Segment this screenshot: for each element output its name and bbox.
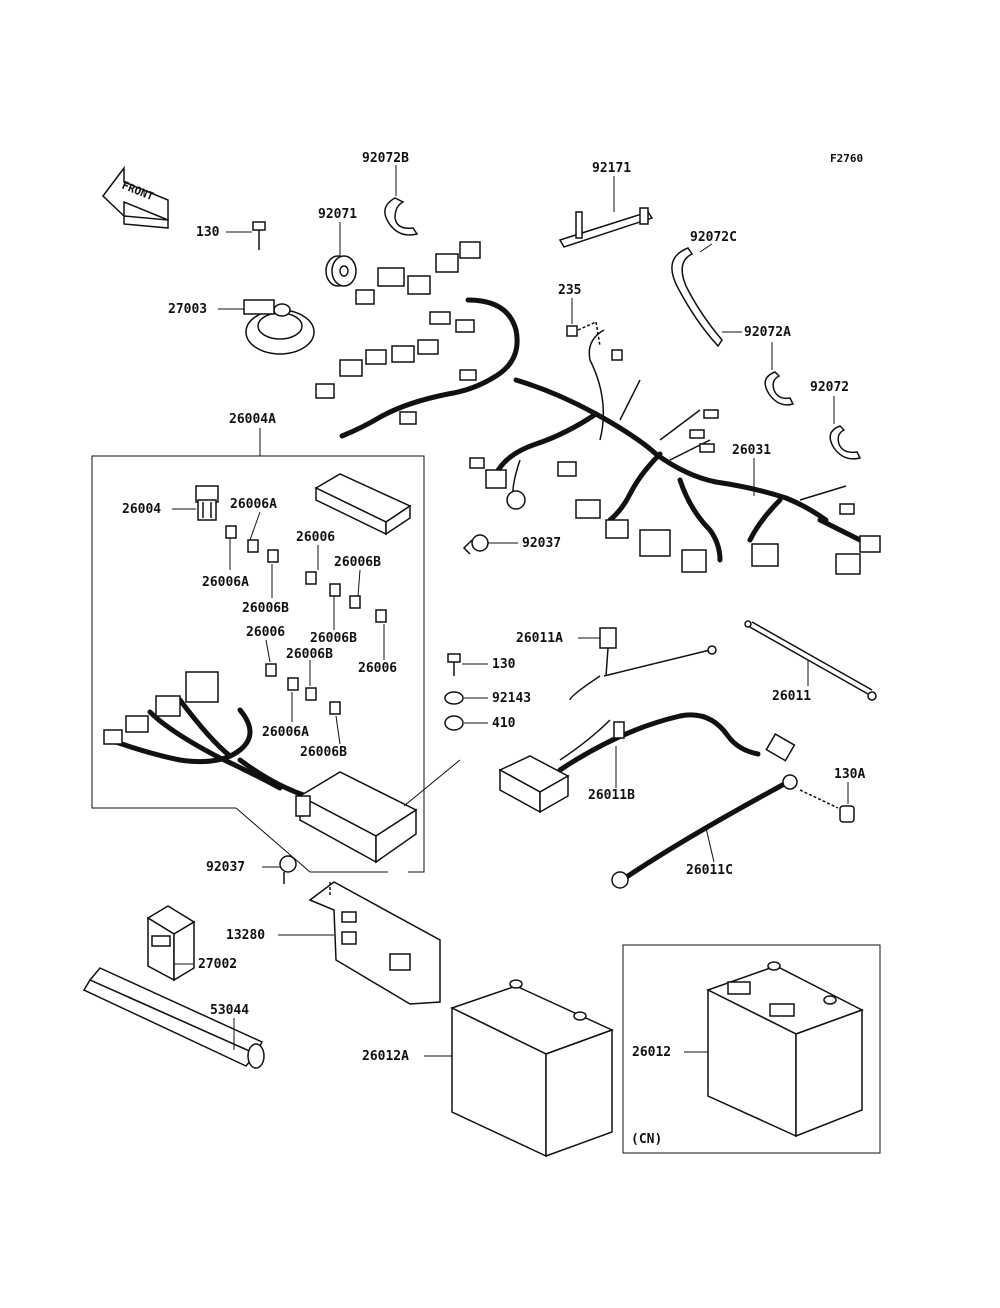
fuse-box-lid — [314, 473, 412, 536]
part-label: 26006 — [358, 661, 397, 676]
part-label: 26006A — [262, 725, 309, 740]
leader-lines — [172, 165, 849, 1057]
part-labels: 92072B 92171 92071 130 27003 92072C 235 … — [122, 151, 865, 1064]
cable-part — [569, 627, 717, 701]
part-label: 92072C — [690, 230, 737, 245]
bolt-part — [799, 789, 855, 823]
part-label: 26012 — [632, 1045, 671, 1060]
part-label: 26006 — [296, 530, 335, 545]
part-label: 235 — [558, 283, 581, 298]
region-frame — [622, 944, 881, 1154]
front-arrow-icon: FRONT — [102, 165, 169, 229]
part-label: 27002 — [198, 957, 237, 972]
part-label: 92072B — [362, 151, 409, 166]
part-label: 26011B — [588, 788, 635, 803]
part-label: 92071 — [318, 207, 357, 222]
part-label: 92037 — [206, 860, 245, 875]
clamp-part — [829, 425, 862, 460]
part-label: 92171 — [592, 161, 631, 176]
sub-harness — [103, 671, 418, 864]
nut-part — [444, 715, 464, 731]
part-label: 130 — [196, 225, 220, 240]
clip-part — [279, 855, 297, 884]
clip-part — [462, 534, 489, 555]
starter-relay-part — [498, 712, 796, 814]
part-label: 26004 — [122, 502, 161, 517]
part-label: 26006B — [310, 631, 357, 646]
region-label: (CN) — [631, 1132, 662, 1147]
part-label: 26006A — [202, 575, 249, 590]
screw-part — [566, 321, 601, 347]
part-label: 26011A — [516, 631, 563, 646]
relay-part — [195, 485, 219, 521]
part-label: 26011C — [686, 863, 733, 878]
tube-part — [82, 967, 265, 1069]
part-label: 26006A — [230, 497, 277, 512]
part-label: 26006B — [242, 601, 289, 616]
clamp-part — [384, 197, 419, 236]
part-label: 26004A — [229, 412, 276, 427]
part-label: 130 — [492, 657, 516, 672]
horn-part — [243, 299, 315, 355]
part-label: 26011 — [772, 689, 811, 704]
part-label: 13280 — [226, 928, 265, 943]
part-label: 26006B — [334, 555, 381, 570]
battery-part — [450, 979, 614, 1158]
bolt-part — [252, 221, 266, 250]
bracket-part — [308, 881, 441, 1005]
part-label: 26006B — [286, 647, 333, 662]
part-label: 130A — [834, 767, 865, 782]
fuse-group-frame — [91, 455, 425, 873]
part-label: 53044 — [210, 1003, 249, 1018]
relay-part — [146, 905, 196, 982]
cable-part — [611, 774, 798, 889]
bolt-part — [447, 653, 461, 676]
part-label: 26012A — [362, 1049, 409, 1064]
part-label: 26006B — [300, 745, 347, 760]
bracket-part — [558, 207, 654, 248]
main-wiring-harness — [315, 241, 881, 575]
part-label: 410 — [492, 716, 516, 731]
washer-part — [444, 691, 464, 705]
part-label: 92037 — [522, 536, 561, 551]
clamp-part — [764, 371, 795, 406]
part-label: 92072A — [744, 325, 791, 340]
part-label: 92143 — [492, 691, 531, 706]
battery-part — [706, 961, 864, 1138]
grommet-part — [325, 255, 357, 287]
part-label: 26006 — [246, 625, 285, 640]
part-label: 92072 — [810, 380, 849, 395]
part-label: 26031 — [732, 443, 771, 458]
band-part — [671, 247, 723, 348]
figure-ref: F2760 — [830, 152, 863, 165]
part-label: 27003 — [168, 302, 207, 317]
fuses — [225, 525, 387, 715]
